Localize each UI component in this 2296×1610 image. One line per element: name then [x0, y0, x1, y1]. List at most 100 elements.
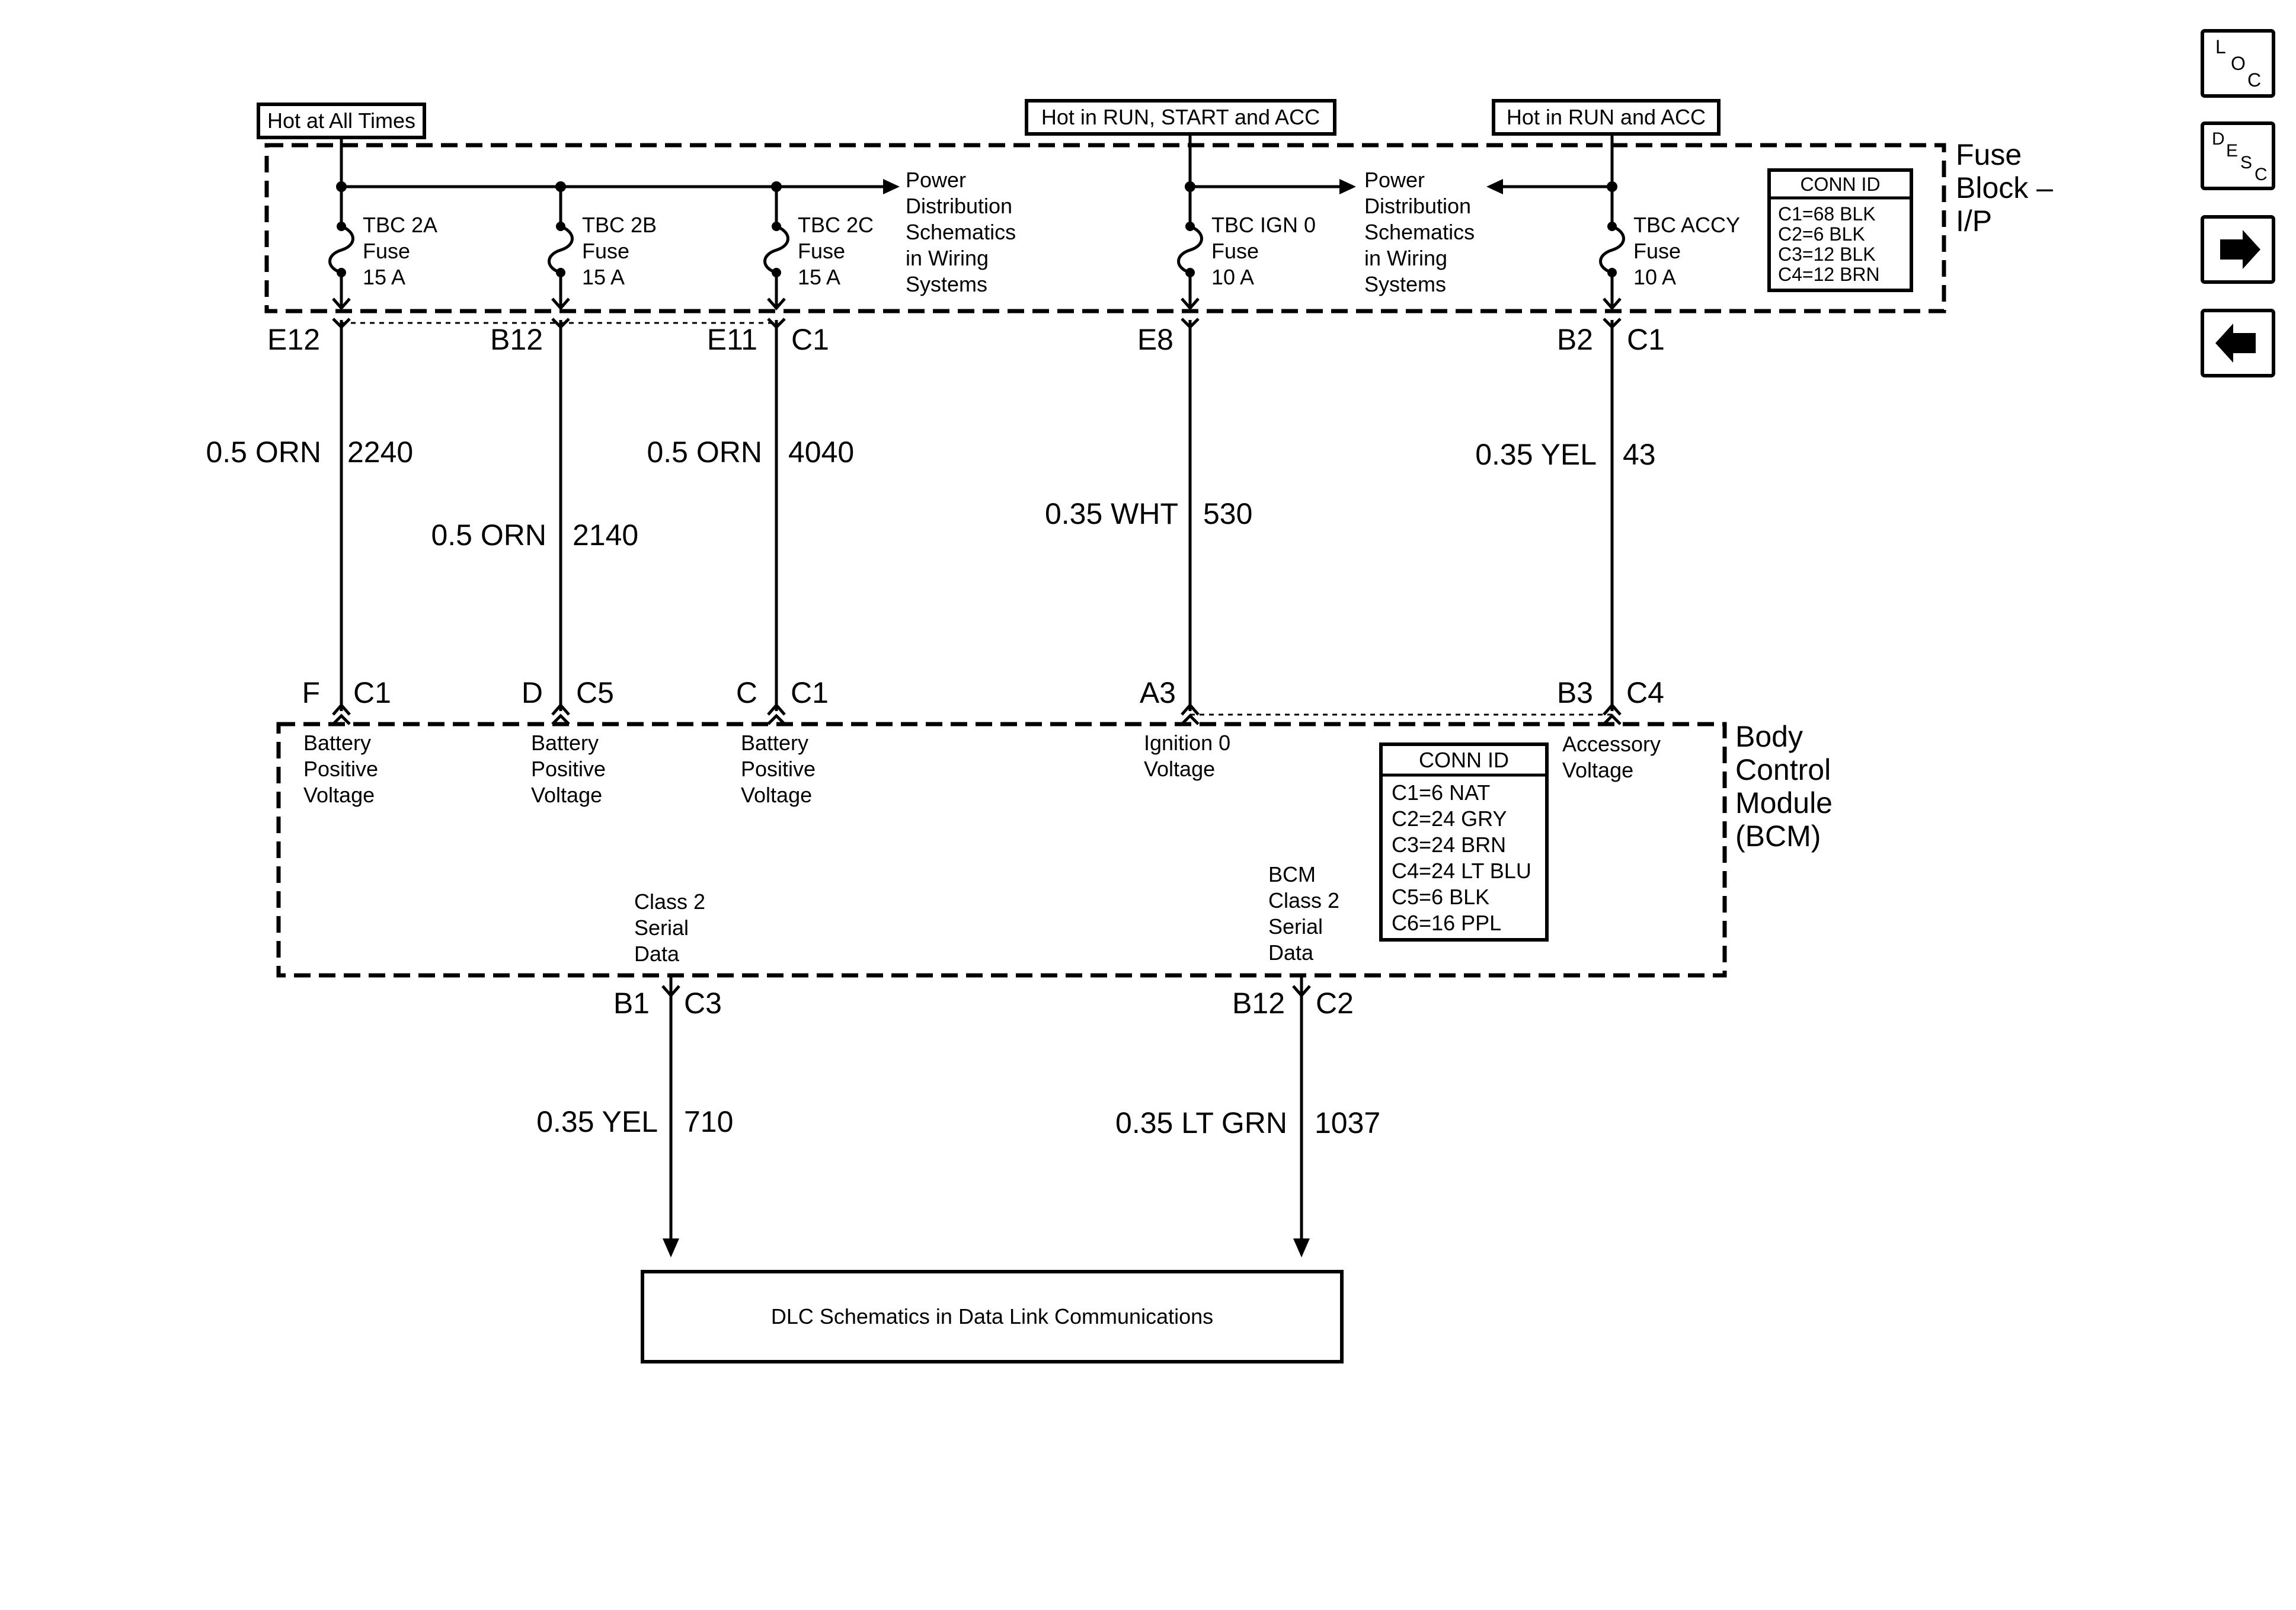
svg-text:CONN ID: CONN ID	[1419, 748, 1509, 772]
svg-text:0.35 WHT: 0.35 WHT	[1045, 497, 1178, 530]
svg-text:F: F	[302, 676, 320, 709]
svg-text:C5=6 BLK: C5=6 BLK	[1392, 885, 1489, 909]
svg-text:2140: 2140	[573, 518, 638, 552]
svg-text:Positive: Positive	[303, 757, 378, 781]
svg-text:0.5 ORN: 0.5 ORN	[431, 518, 546, 552]
loc-button[interactable]: L O C	[2201, 29, 2275, 98]
svg-text:Ignition 0: Ignition 0	[1144, 731, 1230, 755]
svg-text:Schematics: Schematics	[906, 220, 1016, 244]
wire-label-4040: 0.5 ORN 4040	[647, 436, 854, 469]
power-distribution-ref-2: Power Distribution Schematics in Wiring …	[1364, 168, 1475, 296]
svg-text:L: L	[2215, 36, 2226, 57]
svg-text:BCM: BCM	[1268, 862, 1316, 886]
svg-text:D: D	[522, 676, 543, 709]
svg-text:C3=24 BRN: C3=24 BRN	[1392, 833, 1506, 857]
svg-text:E: E	[2226, 141, 2238, 161]
svg-text:C1: C1	[791, 323, 829, 356]
svg-text:Serial: Serial	[1268, 914, 1323, 939]
svg-text:B12: B12	[1232, 987, 1285, 1020]
fuse-rating-label: 15 A	[582, 265, 625, 289]
dlc-reference-box: DLC Schematics in Data Link Communicatio…	[641, 1270, 1344, 1363]
svg-text:Distribution: Distribution	[906, 194, 1012, 218]
svg-text:Module: Module	[1735, 786, 1833, 820]
svg-text:Distribution: Distribution	[1364, 194, 1471, 218]
bcm-conn-id-table: CONN ID C1=6 NAT C2=24 GRY C3=24 BRN C4=…	[1379, 742, 1549, 942]
svg-text:C6=16 PPL: C6=16 PPL	[1392, 911, 1501, 935]
svg-text:C1: C1	[353, 676, 391, 709]
fuse-type-label: Fuse	[363, 239, 410, 263]
hot-label-all-times: Hot at All Times	[257, 103, 426, 139]
svg-text:Voltage: Voltage	[1144, 757, 1215, 781]
svg-text:C1: C1	[791, 676, 829, 709]
svg-text:Body: Body	[1735, 720, 1803, 753]
power-distribution-ref-1: Power Distribution Schematics in Wiring …	[906, 168, 1016, 296]
svg-text:O: O	[2231, 53, 2246, 74]
svg-text:Voltage: Voltage	[531, 783, 602, 807]
svg-text:Systems: Systems	[1364, 272, 1446, 296]
top-pin-labels: E12 B12 E11 C1 E8 B2 C1	[267, 323, 1665, 356]
svg-text:CONN ID: CONN ID	[1800, 174, 1880, 195]
svg-text:Battery: Battery	[303, 731, 371, 755]
bcm-connector-pin	[1603, 703, 1622, 725]
class2-serial-data-label: Class 2 Serial Data	[634, 889, 705, 966]
svg-text:Hot in RUN and ACC: Hot in RUN and ACC	[1507, 105, 1706, 129]
svg-text:Voltage: Voltage	[303, 783, 375, 807]
bcm-connector-pin	[332, 703, 351, 725]
bcm-input-label-accessory: Accessory Voltage	[1562, 732, 1661, 782]
svg-text:Data: Data	[634, 942, 680, 966]
fuse-name-label: TBC 2A	[363, 213, 437, 237]
fuse-type-label: Fuse	[1211, 239, 1259, 263]
svg-text:Positive: Positive	[531, 757, 606, 781]
svg-text:Voltage: Voltage	[741, 783, 812, 807]
fuse-name-label: TBC IGN 0	[1211, 213, 1316, 237]
svg-text:C: C	[736, 676, 757, 709]
svg-text:C: C	[2247, 69, 2261, 91]
wire-label-43: 0.35 YEL 43	[1475, 438, 1655, 471]
svg-text:C1=6 NAT: C1=6 NAT	[1392, 780, 1490, 805]
fuse-rating-label: 10 A	[1211, 265, 1254, 289]
desc-button[interactable]: D E S C	[2201, 121, 2275, 190]
svg-text:C4=12 BRN: C4=12 BRN	[1778, 264, 1880, 285]
svg-text:in Wiring: in Wiring	[906, 246, 989, 270]
svg-text:4040: 4040	[788, 436, 854, 469]
hot-label-run-acc: Hot in RUN and ACC	[1492, 99, 1721, 136]
svg-text:B2: B2	[1557, 323, 1593, 356]
svg-text:C5: C5	[576, 676, 614, 709]
hot-label-run-start-acc: Hot in RUN, START and ACC	[1025, 99, 1336, 136]
svg-text:B3: B3	[1557, 676, 1593, 709]
svg-text:C2=6 BLK: C2=6 BLK	[1778, 223, 1865, 245]
left-arrow-icon	[2215, 324, 2256, 363]
fuse-name-label: TBC 2B	[582, 213, 657, 237]
fuse-rating-label: 15 A	[798, 265, 840, 289]
bcm-class2-serial-data-label: BCM Class 2 Serial Data	[1268, 862, 1339, 965]
svg-text:Serial: Serial	[634, 916, 689, 940]
svg-text:C3=12 BLK: C3=12 BLK	[1778, 244, 1876, 265]
bcm-name: Body Control Module (BCM)	[1735, 720, 1833, 853]
svg-text:Power: Power	[1364, 168, 1425, 192]
bcm-output-connector-pin	[661, 975, 680, 998]
previous-page-button[interactable]	[2201, 309, 2275, 377]
svg-text:Positive: Positive	[741, 757, 816, 781]
svg-text:Hot in RUN, START and ACC: Hot in RUN, START and ACC	[1041, 105, 1320, 129]
next-page-button[interactable]	[2201, 215, 2275, 284]
fuse-name-label: TBC 2C	[798, 213, 874, 237]
svg-text:0.35 YEL: 0.35 YEL	[1475, 438, 1597, 471]
svg-text:E12: E12	[267, 323, 320, 356]
fuse-type-label: Fuse	[582, 239, 629, 263]
svg-text:C4=24 LT BLU: C4=24 LT BLU	[1392, 859, 1531, 883]
bottom-pin-labels: B1 C3 B12 C2	[613, 987, 1354, 1020]
fuse-block-name: Fuse Block – I/P	[1956, 138, 2053, 238]
bcm-connector-pin	[1181, 703, 1200, 725]
fuse-name-label: TBC ACCY	[1633, 213, 1740, 237]
svg-text:E8: E8	[1137, 323, 1173, 356]
svg-text:530: 530	[1203, 497, 1252, 530]
bcm-input-label-3: Battery Positive Voltage	[741, 731, 816, 807]
svg-text:Block –: Block –	[1956, 171, 2053, 204]
wire-label-530: 0.35 WHT 530	[1045, 497, 1253, 530]
svg-text:(BCM): (BCM)	[1735, 820, 1821, 853]
svg-text:I/P: I/P	[1956, 204, 1992, 238]
svg-text:0.5 ORN: 0.5 ORN	[647, 436, 762, 469]
